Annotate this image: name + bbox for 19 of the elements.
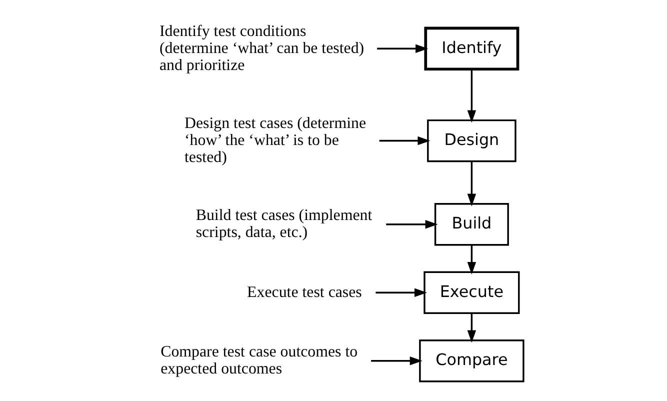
- arrow: [467, 69, 476, 123]
- arrow: [467, 244, 476, 275]
- arrow: [376, 288, 428, 298]
- arrow: [386, 220, 438, 229]
- node-box: Build: [434, 203, 509, 246]
- node-text: Design test cases (determine ‘how’ the ‘what’ is to be tested): [184, 114, 366, 166]
- node-text: Compare test case outcomes to expected outcomes: [160, 344, 358, 378]
- arrow: [377, 44, 428, 54]
- node-text: Execute test cases: [247, 284, 362, 301]
- node-text: Build test cases (implement scripts, data, etc.): [196, 207, 372, 242]
- arrow: [371, 356, 422, 366]
- node-box: Execute: [424, 271, 520, 314]
- arrow: [467, 313, 476, 343]
- node-box: Compare: [419, 340, 524, 382]
- arrow: [467, 162, 476, 206]
- node-box: Identify: [424, 26, 520, 71]
- arrow: [379, 136, 430, 146]
- node-box: Design: [427, 119, 516, 162]
- node-text: Identify test conditions (determine ‘what’ can be tested) and prioritize: [159, 22, 364, 74]
